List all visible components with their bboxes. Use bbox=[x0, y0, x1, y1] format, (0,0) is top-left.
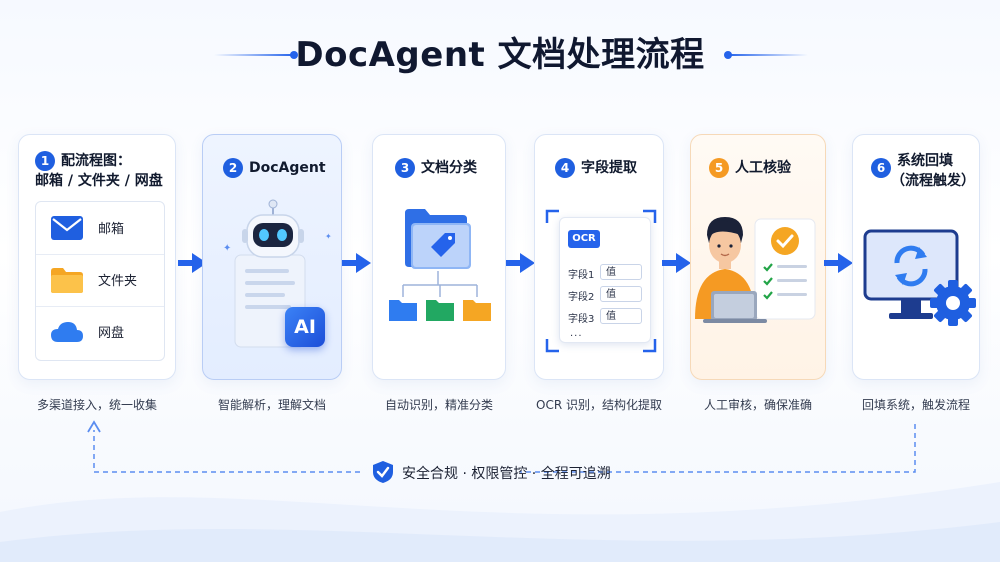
svg-text:✦: ✦ bbox=[223, 243, 231, 254]
mail-icon bbox=[51, 216, 83, 240]
step-card-6: 6 系统回填 （流程触发） bbox=[852, 134, 980, 380]
system-monitor-sync-icon bbox=[863, 229, 976, 326]
field-label-1: 字段1 bbox=[568, 270, 595, 281]
step-card-2: 2 DocAgent ✦ ✦ AI bbox=[202, 134, 342, 380]
flow-arrow-1-2 bbox=[178, 253, 207, 273]
step-card-4: 4 字段提取 OCR 字段1 值 字段2 值 字段3 值 ... bbox=[534, 134, 664, 380]
source-list: 邮箱 文件夹 网盘 bbox=[35, 201, 165, 361]
flow-arrow-5-6 bbox=[824, 253, 853, 273]
source-label-cloud: 网盘 bbox=[98, 326, 125, 341]
source-item-cloud[interactable]: 网盘 bbox=[36, 306, 164, 358]
scan-frame-icon bbox=[545, 209, 657, 353]
step-number-3: 3 bbox=[395, 158, 415, 178]
step-number-5: 5 bbox=[709, 158, 729, 178]
page-title: DocAgent 文档处理流程 bbox=[295, 35, 705, 75]
step-number-1: 1 bbox=[35, 151, 55, 171]
step-title-4: 字段提取 bbox=[581, 160, 637, 176]
ocr-tag: OCR bbox=[568, 230, 600, 248]
title-deco-line-right bbox=[728, 54, 808, 56]
step-title-1-line2: 邮箱 / 文件夹 / 网盘 bbox=[35, 173, 163, 189]
step-card-3: 3 文档分类 bbox=[372, 134, 506, 380]
reviewer-illustration bbox=[695, 217, 816, 323]
step-title-6-line2: （流程触发） bbox=[891, 173, 975, 189]
flow-arrow-2-3 bbox=[342, 253, 371, 273]
field-more: ... bbox=[570, 328, 583, 339]
field-value-3: 值 bbox=[600, 308, 642, 324]
flow-arrow-4-5 bbox=[662, 253, 691, 273]
step-caption-6: 回填系统，触发流程 bbox=[861, 398, 970, 412]
step-card-1: 1 配流程图： 邮箱 / 文件夹 / 网盘 邮箱 文件夹 网盘 bbox=[18, 134, 176, 380]
step-caption-1: 多渠道接入，统一收集 bbox=[36, 398, 157, 412]
flow-arrow-3-4 bbox=[506, 253, 535, 273]
folder-icon bbox=[51, 268, 83, 293]
title-deco-dot-left bbox=[290, 51, 298, 59]
step-title-2: DocAgent bbox=[249, 160, 326, 176]
step-number-2: 2 bbox=[223, 158, 243, 178]
background-wave bbox=[0, 482, 1000, 562]
source-item-mail[interactable]: 邮箱 bbox=[36, 202, 164, 255]
source-item-folder[interactable]: 文件夹 bbox=[36, 254, 164, 307]
step-caption-5: 人工审核，确保准确 bbox=[703, 398, 812, 412]
source-label-folder: 文件夹 bbox=[98, 274, 138, 289]
field-label-2: 字段2 bbox=[568, 292, 595, 303]
extraction-form: OCR 字段1 值 字段2 值 字段3 值 ... bbox=[559, 217, 651, 343]
step-title-1-line1: 配流程图： bbox=[61, 153, 131, 169]
field-value-2: 值 bbox=[600, 286, 642, 302]
step-card-5: 5 人工核验 bbox=[690, 134, 826, 380]
classification-illustration bbox=[389, 209, 491, 321]
cloud-icon bbox=[51, 322, 83, 342]
step-number-6: 6 bbox=[871, 158, 891, 178]
svg-text:✦: ✦ bbox=[325, 232, 332, 241]
field-value-1: 值 bbox=[600, 264, 642, 280]
step-caption-2: 智能解析，理解文档 bbox=[217, 398, 326, 412]
shield-check-icon bbox=[373, 461, 393, 483]
source-label-mail: 邮箱 bbox=[98, 222, 125, 237]
ai-badge: AI bbox=[285, 307, 325, 347]
compliance-text: 安全合规 · 权限管控 · 全程可追溯 bbox=[402, 466, 611, 482]
step-number-4: 4 bbox=[555, 158, 575, 178]
title-row: DocAgent 文档处理流程 bbox=[0, 32, 1000, 78]
step-title-3: 文档分类 bbox=[421, 160, 477, 176]
title-deco-line-left bbox=[214, 54, 294, 56]
step-title-5: 人工核验 bbox=[735, 160, 791, 176]
field-label-3: 字段3 bbox=[568, 314, 595, 325]
step-caption-3: 自动识别，精准分类 bbox=[384, 398, 493, 412]
step-caption-4: OCR 识别，结构化提取 bbox=[536, 398, 662, 412]
step-title-6-line1: 系统回填 bbox=[897, 153, 953, 169]
